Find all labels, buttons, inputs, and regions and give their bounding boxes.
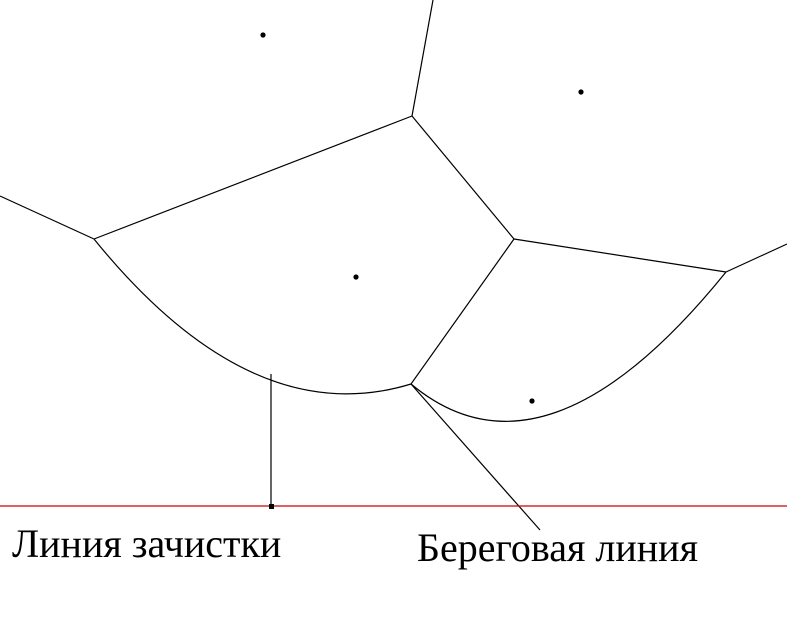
voronoi-site: [353, 274, 359, 280]
beach-line: [93, 238, 727, 422]
beach-line-arc: [93, 238, 412, 395]
voronoi-edges: [0, 0, 787, 385]
voronoi-site: [260, 32, 266, 38]
voronoi-edge: [513, 238, 727, 273]
voronoi-edge: [93, 115, 413, 240]
voronoi-site: [529, 398, 535, 404]
beach-line-label: Береговая линия: [417, 525, 698, 570]
sweep-line-marker: [269, 504, 274, 509]
beach-line-pointer: [410, 383, 541, 531]
voronoi-edge: [410, 238, 515, 385]
voronoi-edge: [0, 195, 95, 240]
beach-line-arc: [410, 271, 727, 422]
voronoi-edge: [725, 243, 787, 273]
voronoi-sites: [260, 32, 584, 404]
voronoi-edge: [411, 0, 434, 117]
sweep-line-label: Линия зачистки: [12, 521, 281, 566]
voronoi-site: [578, 89, 584, 95]
voronoi-edge: [411, 115, 515, 240]
